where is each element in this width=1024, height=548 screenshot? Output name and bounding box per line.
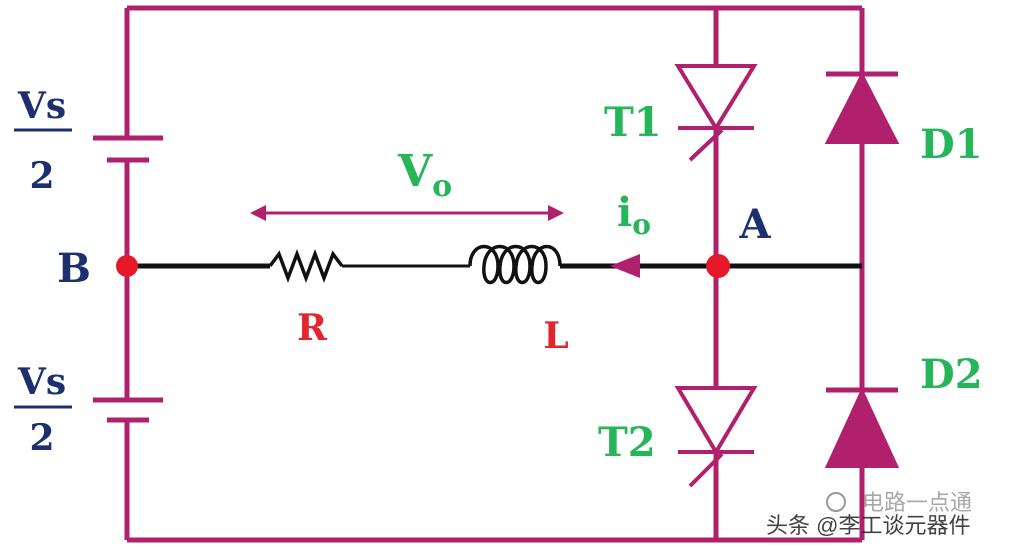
vs-top-denominator: 2 xyxy=(29,155,54,197)
watermark-line2: 头条 @李工谈元器件 xyxy=(766,513,970,538)
watermark-line1: 电路一点通 xyxy=(862,490,972,515)
io-main: i xyxy=(617,189,632,236)
vs-bottom-numerator: Vs xyxy=(17,361,66,403)
vs-bottom-denominator: 2 xyxy=(29,417,54,459)
node-b-dot xyxy=(116,255,138,277)
inductor-coil xyxy=(468,244,562,285)
node-a-dot xyxy=(706,254,730,278)
thyristor-t2 xyxy=(674,386,758,488)
node-a-label: A xyxy=(738,201,771,248)
circuit-wires xyxy=(124,5,865,543)
d2-label: D2 xyxy=(920,351,983,398)
vo-double-arrow xyxy=(250,205,564,221)
vo-label: Vo xyxy=(397,146,452,204)
watermark-logo-icon xyxy=(826,492,846,512)
d1-label: D1 xyxy=(920,121,983,168)
io-label: io xyxy=(617,189,651,241)
t1-label: T1 xyxy=(604,99,662,146)
current-direction-arrow xyxy=(610,254,640,278)
vo-subscript: o xyxy=(432,169,452,204)
watermark: 电路一点通 头条 @李工谈元器件 xyxy=(766,490,972,538)
t2-label: T2 xyxy=(598,419,656,466)
thyristor-t1 xyxy=(674,64,758,162)
resistor-zigzag xyxy=(268,249,344,283)
io-subscript: o xyxy=(632,208,651,241)
diode-d1 xyxy=(824,71,900,144)
inductor-label: L xyxy=(543,315,568,357)
resistor-label: R xyxy=(297,307,328,349)
vo-main: V xyxy=(397,146,433,197)
diode-d2 xyxy=(824,387,900,468)
load-branch xyxy=(127,244,862,285)
battery-top xyxy=(93,135,163,163)
vs-top-numerator: Vs xyxy=(17,85,66,127)
battery-bottom xyxy=(93,397,163,423)
node-b-label: B xyxy=(57,245,91,292)
